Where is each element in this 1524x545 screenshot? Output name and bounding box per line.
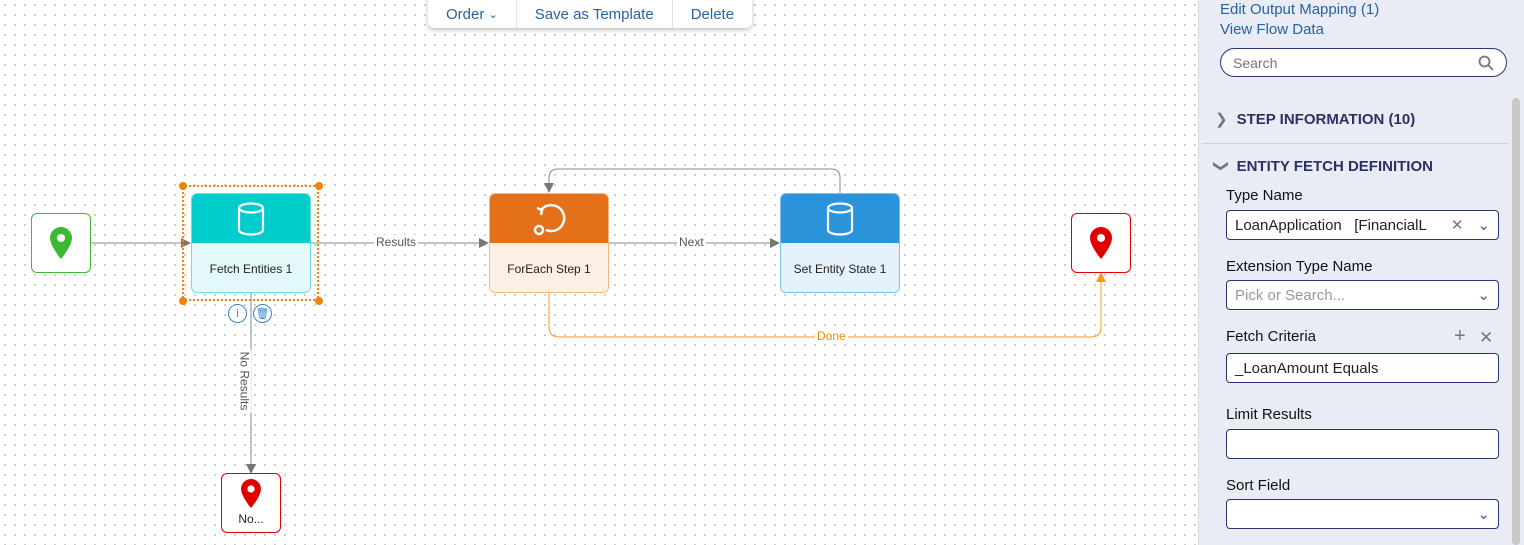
- foreach-step-node[interactable]: ForEach Step 1: [489, 193, 609, 293]
- edge-label-no-results: No Results: [237, 349, 252, 413]
- sort-field-label: Sort Field: [1226, 477, 1291, 494]
- chevron-down-icon[interactable]: ⌄: [1477, 287, 1490, 304]
- chevron-down-icon[interactable]: ⌄: [1477, 217, 1490, 234]
- fetch-criteria-value: _LoanAmount Equals: [1235, 359, 1379, 377]
- order-label: Order: [446, 5, 485, 23]
- node-label: Fetch Entities 1: [192, 243, 310, 292]
- divider: [1202, 143, 1509, 144]
- set-entity-state-node[interactable]: Set Entity State 1: [780, 193, 900, 293]
- resize-handle[interactable]: [315, 297, 323, 305]
- map-pin-icon: [50, 227, 72, 259]
- limit-results-label: Limit Results: [1226, 406, 1312, 423]
- loop-icon: [533, 203, 566, 235]
- sort-field-select[interactable]: ⌄: [1226, 499, 1499, 529]
- remove-icon[interactable]: ✕: [1479, 328, 1494, 347]
- search-box: [1220, 48, 1507, 77]
- chevron-down-icon: ❯: [1212, 159, 1230, 173]
- delete-button[interactable]: Delete: [690, 5, 735, 23]
- map-pin-icon: [1090, 227, 1112, 259]
- type-name-value: LoanApplication [FinancialL: [1235, 216, 1427, 234]
- resize-handle[interactable]: [179, 182, 187, 190]
- database-icon: [237, 201, 265, 236]
- clear-icon[interactable]: ✕: [1450, 217, 1464, 234]
- node-label: No...: [238, 512, 264, 526]
- start-node[interactable]: [31, 213, 91, 273]
- no-results-end-node[interactable]: No...: [221, 473, 281, 533]
- database-icon: [826, 201, 854, 236]
- section-title: STEP INFORMATION (10): [1236, 110, 1416, 128]
- selection-box: [182, 185, 319, 301]
- resize-handle[interactable]: [315, 182, 323, 190]
- info-icon[interactable]: i: [228, 304, 247, 323]
- edge-label-next: Next: [677, 235, 706, 249]
- end-node[interactable]: [1071, 213, 1131, 273]
- edit-output-mapping-link[interactable]: Edit Output Mapping (1): [1220, 1, 1380, 18]
- map-pin-icon: [241, 479, 261, 508]
- trash-icon[interactable]: 🗑: [253, 304, 272, 323]
- entity-fetch-section[interactable]: ❯ ENTITY FETCH DEFINITION: [1212, 157, 1433, 175]
- type-name-select[interactable]: LoanApplication [FinancialL ✕ ⌄: [1226, 210, 1499, 240]
- chevron-down-icon[interactable]: ⌄: [1477, 506, 1490, 523]
- add-icon[interactable]: +: [1454, 325, 1466, 347]
- order-button[interactable]: Order ⌄: [428, 0, 517, 28]
- step-toolbar: Order ⌄ Save as Template Delete: [428, 0, 753, 28]
- fetch-entities-node[interactable]: Fetch Entities 1: [191, 193, 311, 293]
- node-label: Set Entity State 1: [781, 243, 899, 292]
- save-as-template-button[interactable]: Save as Template: [517, 0, 673, 28]
- view-flow-data-link[interactable]: View Flow Data: [1220, 21, 1324, 38]
- flow-canvas[interactable]: Order ⌄ Save as Template Delete Fetch En…: [0, 0, 1198, 545]
- section-title: ENTITY FETCH DEFINITION: [1236, 157, 1433, 175]
- extension-type-placeholder: Pick or Search...: [1235, 286, 1346, 304]
- search-input[interactable]: [1233, 54, 1463, 71]
- edge-label-done: Done: [815, 329, 848, 343]
- resize-handle[interactable]: [179, 297, 187, 305]
- edge-label-results: Results: [374, 235, 419, 249]
- scrollbar[interactable]: [1512, 98, 1520, 545]
- node-label: ForEach Step 1: [490, 243, 608, 292]
- extension-type-label: Extension Type Name: [1226, 258, 1373, 275]
- chevron-right-icon: ❯: [1215, 111, 1228, 128]
- fetch-criteria-label: Fetch Criteria: [1226, 328, 1317, 345]
- fetch-criteria-field[interactable]: _LoanAmount Equals: [1226, 353, 1499, 383]
- limit-results-input[interactable]: [1226, 429, 1499, 459]
- edge-loop-back: [544, 168, 841, 193]
- extension-type-select[interactable]: Pick or Search... ⌄: [1226, 280, 1499, 310]
- properties-panel: Edit Output Mapping (1) View Flow Data ❯…: [1198, 0, 1524, 545]
- search-icon[interactable]: [1478, 55, 1494, 71]
- step-information-section[interactable]: ❯ STEP INFORMATION (10): [1215, 110, 1416, 129]
- chevron-down-icon: ⌄: [488, 8, 498, 21]
- type-name-label: Type Name: [1226, 187, 1303, 204]
